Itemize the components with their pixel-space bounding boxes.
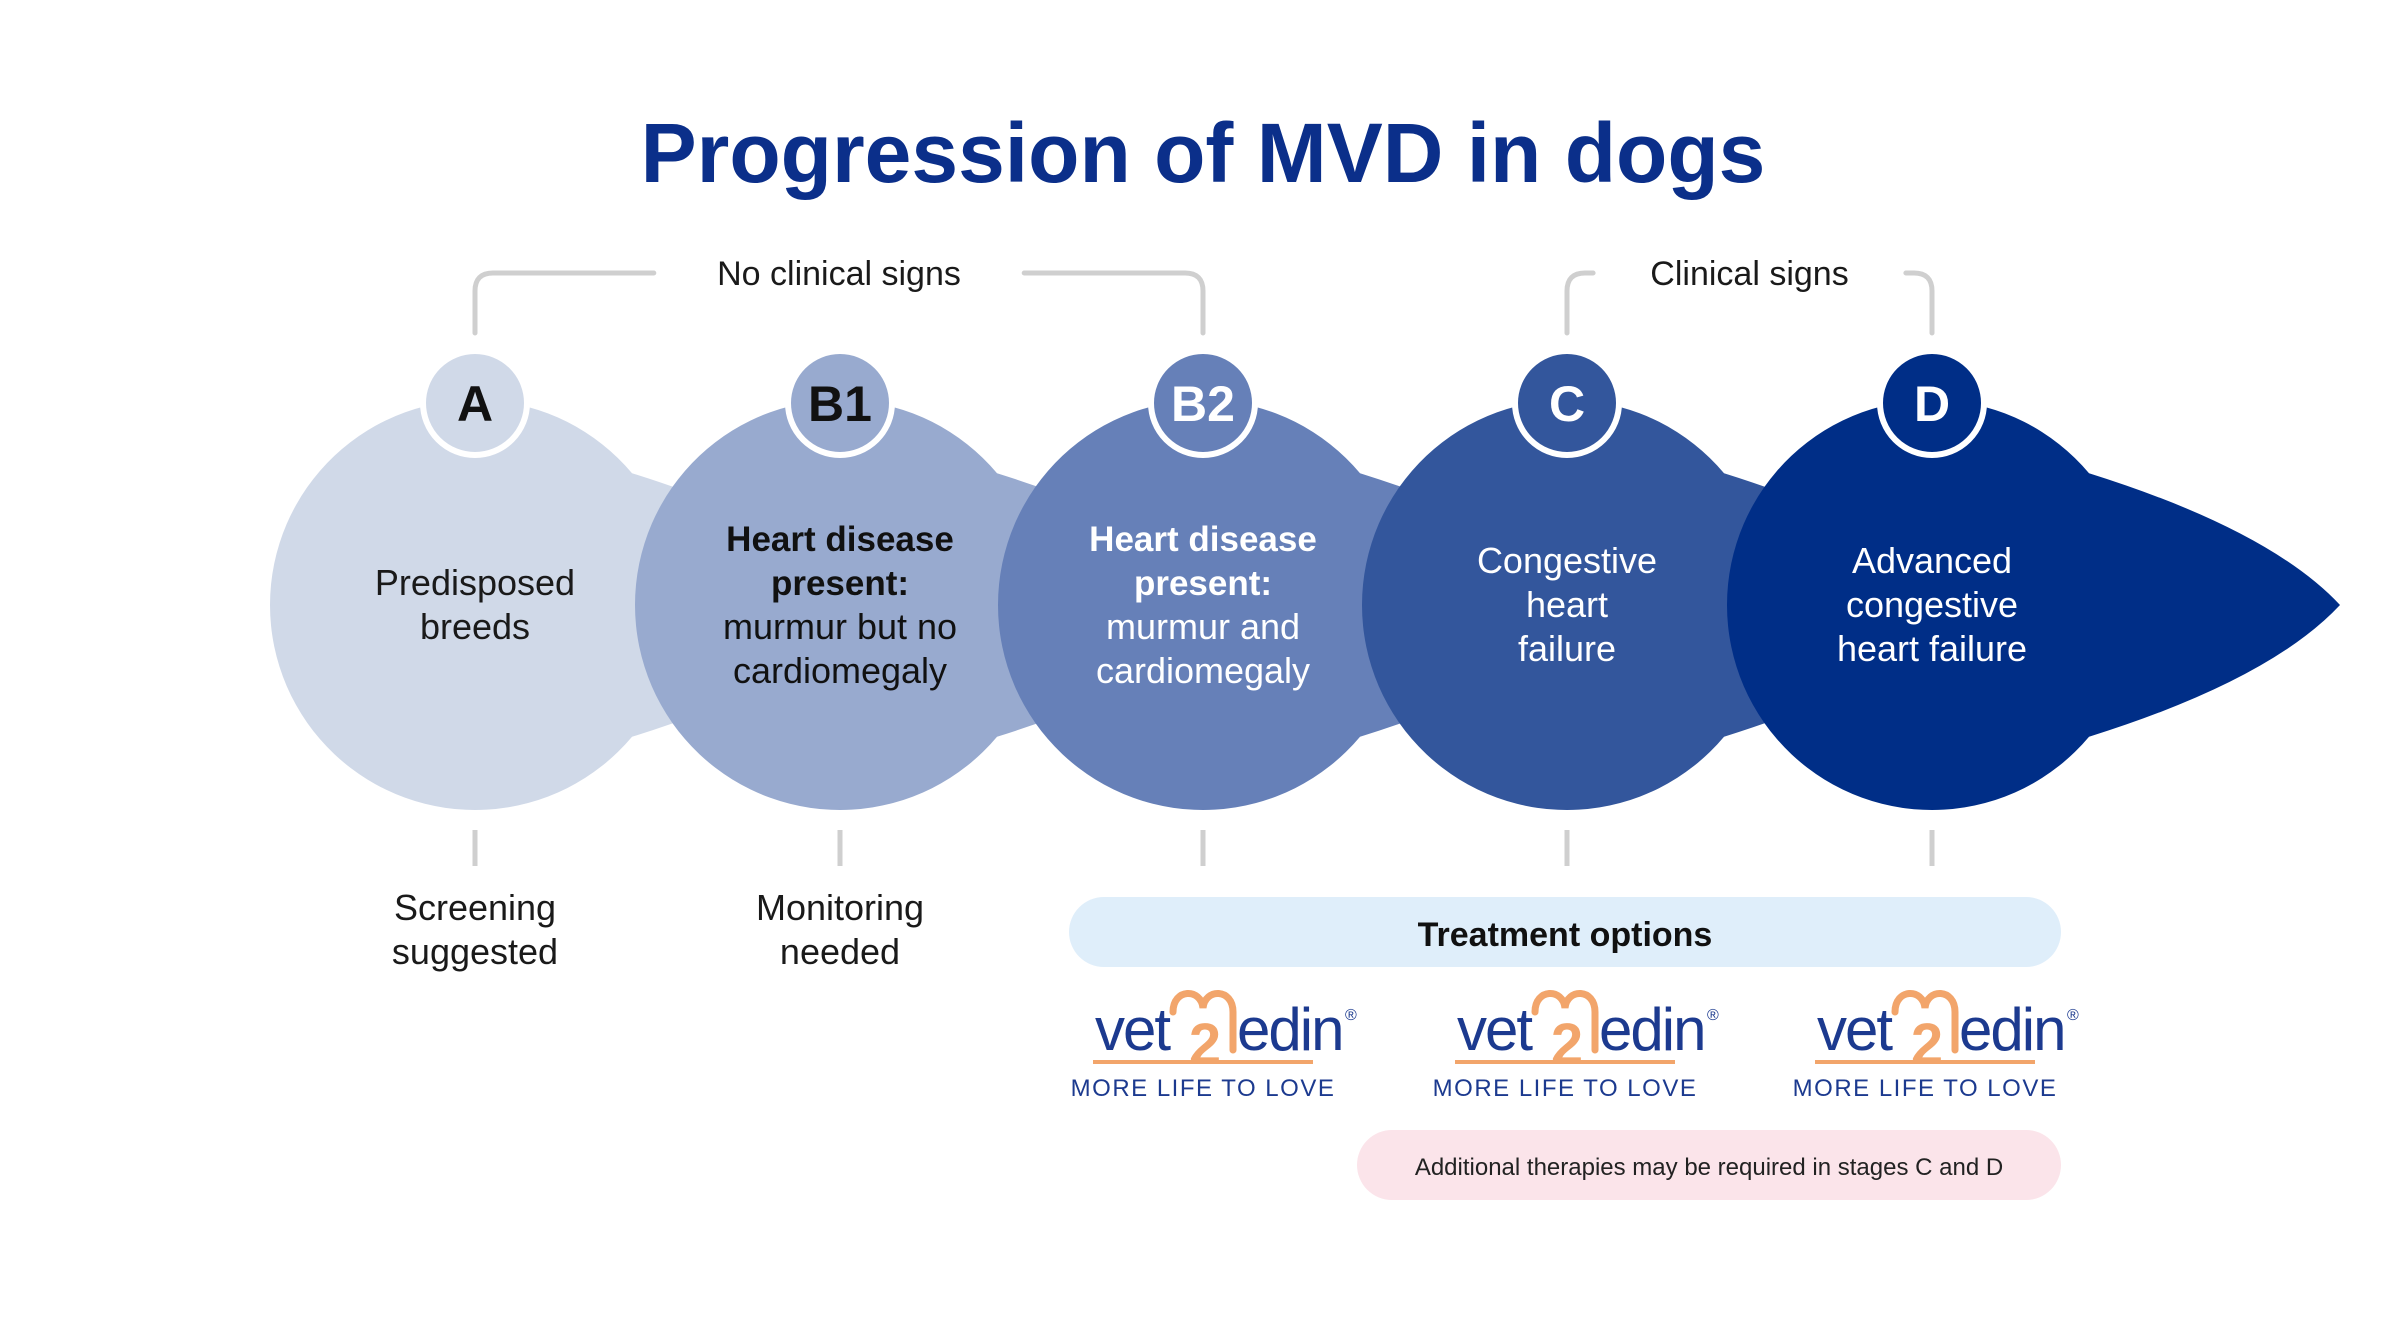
stage-tick-marks (472, 830, 1935, 866)
stage-badge-c (1512, 348, 1622, 458)
stage-shape-c (1362, 400, 1975, 810)
stage-d-description: congestive (1846, 584, 2018, 625)
bracket-right-arm (1903, 270, 1935, 336)
stage-b1-description: cardiomegaly (733, 650, 947, 691)
brand-heart-digit: 2 (1189, 1012, 1221, 1077)
bracket-label: No clinical signs (717, 255, 961, 293)
stage-a-description: breeds (420, 606, 530, 647)
stage-badge-label: B2 (1171, 376, 1235, 432)
stage-b2-heading: Heart disease (1089, 520, 1317, 559)
stage-note: needed (780, 931, 900, 972)
stage-shape-d (1726, 400, 2340, 810)
stage-note: Monitoring (756, 887, 924, 928)
stage-badge-label: B1 (808, 376, 872, 432)
additional-therapies-note: Additional therapies may be required in … (1357, 1130, 2061, 1200)
stage-badge-b2 (1148, 348, 1258, 458)
stage-c-description: failure (1518, 628, 1616, 669)
stage-badge-b1 (785, 348, 895, 458)
registered-mark: ® (2067, 1007, 2079, 1024)
clinical-sign-brackets: No clinical signs Clinical signs (472, 255, 1935, 336)
stage-badge-label: A (457, 376, 493, 432)
bracket-left-arm (472, 270, 657, 336)
brand-name-right: edin (1237, 996, 1342, 1063)
brand-tagline: MORE LIFE TO LOVE (1071, 1075, 1336, 1102)
brand-name-left: vet (1817, 996, 1893, 1063)
bracket-label: Clinical signs (1650, 255, 1848, 293)
additional-therapies-text: Additional therapies may be required in … (1415, 1154, 2003, 1181)
stage-badge-d (1877, 348, 1987, 458)
stage-b2-heading: present: (1134, 564, 1272, 603)
bracket-left-arm (1564, 270, 1596, 336)
additional-therapies-pill (1357, 1130, 2061, 1200)
heart-icon (1169, 990, 1237, 1054)
stage-badge-a (420, 348, 530, 458)
stage-shape-b1 (635, 400, 1248, 810)
stage-b1-heading: Heart disease (726, 520, 954, 559)
stage-badge-label: D (1914, 376, 1950, 432)
treatment-options-pill (1069, 897, 2061, 967)
stage-note: Screening (394, 887, 556, 928)
registered-mark: ® (1345, 1007, 1357, 1024)
stage-c-description: Congestive (1477, 540, 1657, 581)
stage-shape-b2 (998, 400, 1611, 810)
brand-name-left: vet (1457, 996, 1533, 1063)
stage-badge-label: C (1549, 376, 1585, 432)
stage-c-description: heart (1526, 584, 1608, 625)
stage-shapes (270, 400, 2340, 810)
stage-a-description: Predisposed (375, 562, 575, 603)
brand-tagline: MORE LIFE TO LOVE (1433, 1075, 1698, 1102)
page-title: Progression of MVD in dogs (641, 106, 1766, 200)
stage-b2-description: cardiomegaly (1096, 650, 1310, 691)
brand-heart-digit: 2 (1551, 1012, 1583, 1077)
stage-b1-heading: present: (771, 564, 909, 603)
brand-tagline: MORE LIFE TO LOVE (1793, 1075, 2058, 1102)
stage-b2-description: murmur and (1106, 606, 1300, 647)
brand-name-right: edin (1599, 996, 1704, 1063)
stage-note: suggested (392, 931, 558, 972)
brand-name-right: edin (1959, 996, 2064, 1063)
bracket-right-arm (1021, 270, 1206, 336)
stage-badges: A B1 B2 C D (420, 348, 1987, 458)
brand-heart-digit: 2 (1911, 1012, 1943, 1077)
treatment-options-label: Treatment options (1418, 916, 1713, 954)
heart-icon (1531, 990, 1599, 1054)
heart-icon (1891, 990, 1959, 1054)
treatment-options-panel: Treatment options (1069, 897, 2061, 967)
stage-shape-a (270, 400, 884, 810)
registered-mark: ® (1707, 1007, 1719, 1024)
stage-d-description: heart failure (1837, 628, 2027, 669)
brand-name-left: vet (1095, 996, 1171, 1063)
stage-d-description: Advanced (1852, 540, 2012, 581)
stage-b1-description: murmur but no (723, 606, 957, 647)
